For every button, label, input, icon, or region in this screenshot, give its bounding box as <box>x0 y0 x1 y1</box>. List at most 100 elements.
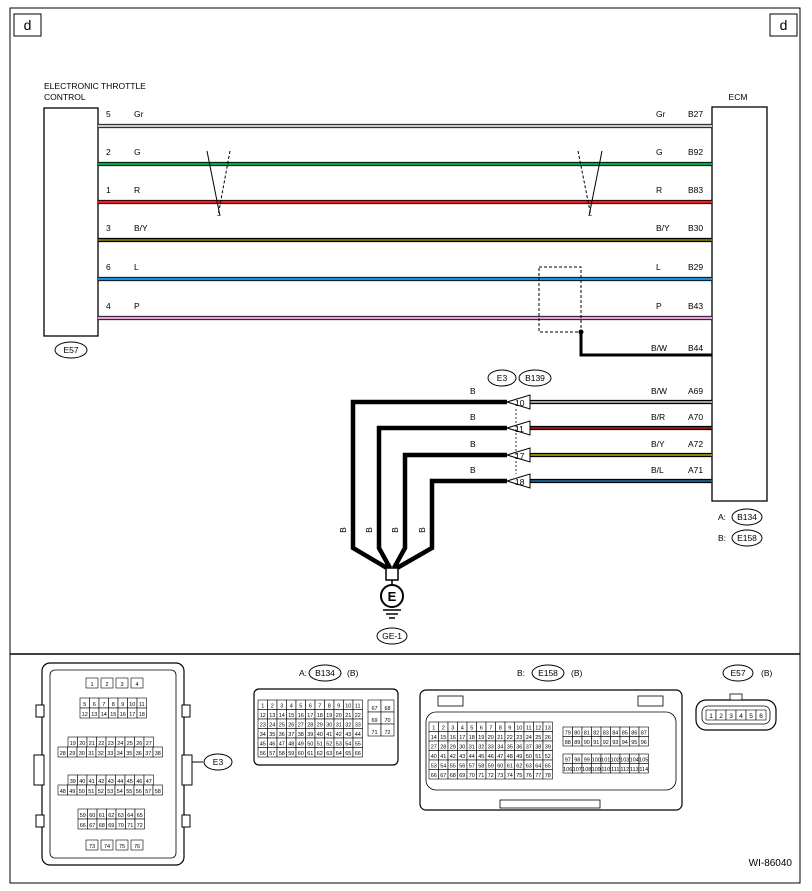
e3-pin: 36 <box>136 751 142 757</box>
conn-b-rt-pin: 87 <box>641 731 647 737</box>
conn-b-rt-pin: 96 <box>641 740 647 746</box>
conn-b-rt-pin: 89 <box>574 740 580 746</box>
conn-a-pin: 6 <box>309 704 312 710</box>
ground-terminal <box>505 420 531 436</box>
conn-b-pin: 56 <box>459 764 465 770</box>
e3-pin: 68 <box>99 823 105 829</box>
conn-a-pin: 26 <box>288 723 294 729</box>
conn-b-pin: 20 <box>488 735 494 741</box>
vertical-wire-label: B <box>417 527 427 533</box>
conn-b-pin: 55 <box>450 764 456 770</box>
ground-wire-ecm-pin: A71 <box>688 465 703 475</box>
conn-a-pin: 42 <box>336 732 342 738</box>
e3-pin: 56 <box>136 789 142 795</box>
throttle-connector-oval <box>54 341 88 359</box>
ecm-conn-a-oval <box>731 508 763 526</box>
ground-terminal-pin: 18 <box>515 477 525 487</box>
conn-b-pin: 42 <box>450 754 456 760</box>
conn-b-pin: 26 <box>545 735 551 741</box>
conn-b-pin: 36 <box>516 745 522 751</box>
conn-b-rt-pin: 80 <box>574 731 580 737</box>
conn-a-pin: 61 <box>307 751 313 757</box>
e3-pin: 38 <box>155 751 161 757</box>
conn-a-pin: 62 <box>317 751 323 757</box>
conn-b-rb-pin: 107 <box>573 767 582 773</box>
e3-pin: 44 <box>117 779 123 785</box>
ground-wire-left <box>395 478 507 570</box>
conn-a-pin: 39 <box>307 732 313 738</box>
ground-wire-left <box>376 425 507 570</box>
conn-b-pin: 27 <box>431 745 437 751</box>
conn-b-pin: 61 <box>507 764 513 770</box>
e3-pin: 70 <box>118 823 124 829</box>
conn-b-rb-pin: 112 <box>620 767 629 773</box>
conn-a-pin: 1 <box>261 704 264 710</box>
ground-conn-a-label: E3 <box>497 373 508 383</box>
wire-ecm-pin: B30 <box>688 223 703 233</box>
conn-a-pin: 56 <box>260 751 266 757</box>
conn-a-pin: 37 <box>288 732 294 738</box>
conn-b-rt-pin: 85 <box>622 731 628 737</box>
conn-b-pin: 8 <box>499 726 502 732</box>
e3-cell <box>152 784 163 796</box>
e3-pin: 64 <box>127 813 133 819</box>
e3-pin: 1 <box>90 682 93 688</box>
conn-b-rb-pin: 97 <box>565 758 571 764</box>
wire-color-right: G <box>656 147 663 157</box>
conn-a-pin: 65 <box>345 751 351 757</box>
ground-symbol-text: E <box>388 589 397 604</box>
ground-wire-right-label: B/L <box>651 465 664 475</box>
conn-b-rb-pin: 109 <box>592 767 601 773</box>
conn-b-pin: 29 <box>450 745 456 751</box>
e3-cell <box>85 677 99 689</box>
e3-pin: 42 <box>98 779 104 785</box>
conn-b-rt-pin: 81 <box>584 731 590 737</box>
conn-a-pin: 19 <box>326 713 332 719</box>
e3-pin: 69 <box>108 823 114 829</box>
conn-a-pin: 28 <box>307 723 313 729</box>
twist-marker-left-dashed <box>217 150 231 217</box>
conn-a-pin: 13 <box>269 713 275 719</box>
conn-b-pin: 49 <box>516 754 522 760</box>
e3-pin: 19 <box>70 741 76 747</box>
conn-b-rb-pin: 106 <box>563 767 572 773</box>
conn-b-rt-pin: 95 <box>631 740 637 746</box>
conn-b-pin: 39 <box>545 745 551 751</box>
conn-b-pin: 57 <box>469 764 475 770</box>
wire-color-left: G <box>134 147 141 157</box>
ground-wire-left-label: B <box>470 386 476 396</box>
ground-wire-left-label: B <box>470 465 476 475</box>
conn-b-rb-pin: 102 <box>611 758 620 764</box>
conn-b-pin: 17 <box>459 735 465 741</box>
e3-cell <box>115 839 129 851</box>
conn-b-pin: 7 <box>489 726 492 732</box>
conn-e57-name: E57 <box>730 668 745 678</box>
conn-b-suffix: (B) <box>571 668 583 678</box>
conn-b-pin: 72 <box>488 773 494 779</box>
e3-pin: 62 <box>108 813 114 819</box>
conn-b-rb-pin: 104 <box>630 758 639 764</box>
page-tag-left-text: d <box>24 17 32 33</box>
conn-b-rt-pin: 91 <box>593 740 599 746</box>
conn-b-pin: 25 <box>535 735 541 741</box>
conn-b-pin: 14 <box>431 735 437 741</box>
conn-a-pin: 21 <box>345 713 351 719</box>
conn-a-side-pin: 72 <box>384 730 390 736</box>
conn-b-pin: 76 <box>526 773 532 779</box>
ground-wire-right-label: B/Y <box>651 439 665 449</box>
conn-b-pin: 78 <box>545 773 551 779</box>
conn-b-pin: 43 <box>459 754 465 760</box>
e3-pin: 53 <box>107 789 113 795</box>
ground-conn-b-oval <box>518 369 552 387</box>
e3-pin: 25 <box>127 741 133 747</box>
e3-pin: 26 <box>136 741 142 747</box>
conn-b-pin: 1 <box>432 726 435 732</box>
wire-pin-label: 3 <box>106 223 111 233</box>
e3-label: E3 <box>213 757 224 767</box>
conn-a-pin: 57 <box>269 751 275 757</box>
wire-color-left: R <box>134 185 140 195</box>
conn-a-pin: 53 <box>336 742 342 748</box>
twist-marker-right-dashed <box>577 150 592 217</box>
